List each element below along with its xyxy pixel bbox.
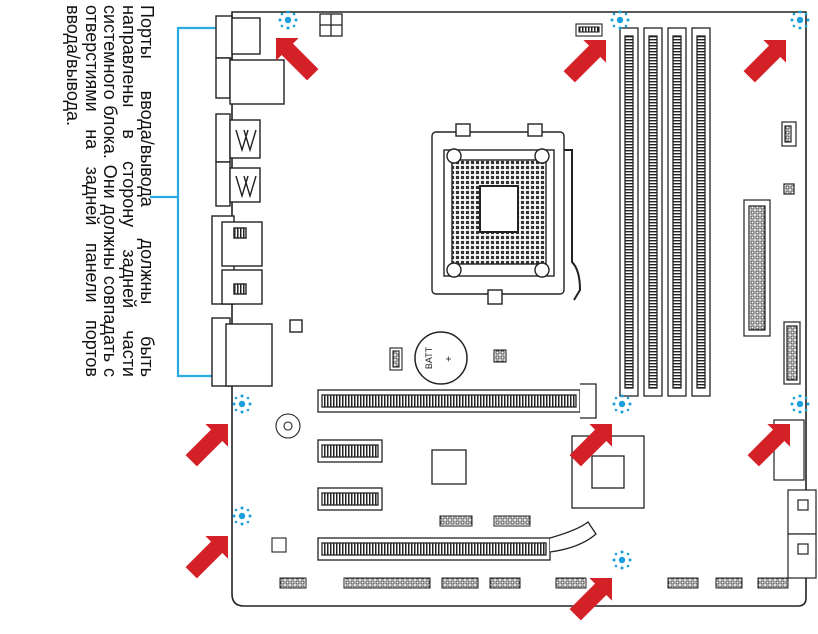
arrows [185, 38, 790, 621]
memory-slots [619, 27, 711, 397]
expansion-slots [317, 383, 597, 561]
arrow-icon [276, 38, 319, 81]
arrow-icon [563, 40, 606, 83]
mounting-hole-icon [232, 394, 252, 414]
mounting-hole-icon [610, 10, 630, 30]
arrow-icon [569, 578, 612, 621]
mounting-hole-icon [790, 10, 810, 30]
arrow-icon [569, 424, 612, 467]
mid-pin-headers [439, 515, 531, 527]
mounting-hole-icon [232, 506, 252, 526]
small-headers [271, 347, 507, 553]
mounting-hole-icon [612, 394, 632, 414]
arrow-icon [185, 424, 228, 467]
battery-label: BATT [424, 346, 434, 369]
cmos-battery [414, 331, 468, 385]
cpu-socket [431, 123, 582, 305]
io-callout-bracket [150, 26, 232, 378]
battery-plus-sign: + [444, 356, 455, 362]
arrow-icon [743, 40, 786, 83]
bottom-pin-headers [279, 577, 789, 589]
mounting-hole-icon [612, 550, 632, 570]
arrow-icon [185, 536, 228, 579]
mounting-hole-markers [232, 10, 810, 570]
mounting-hole-icon [790, 394, 810, 414]
mounting-hole-icon [278, 10, 298, 30]
io-port-stack [211, 15, 303, 387]
cpu-power-connector [319, 13, 343, 37]
fan-header-top [575, 23, 603, 37]
arrow-icon [747, 424, 790, 467]
